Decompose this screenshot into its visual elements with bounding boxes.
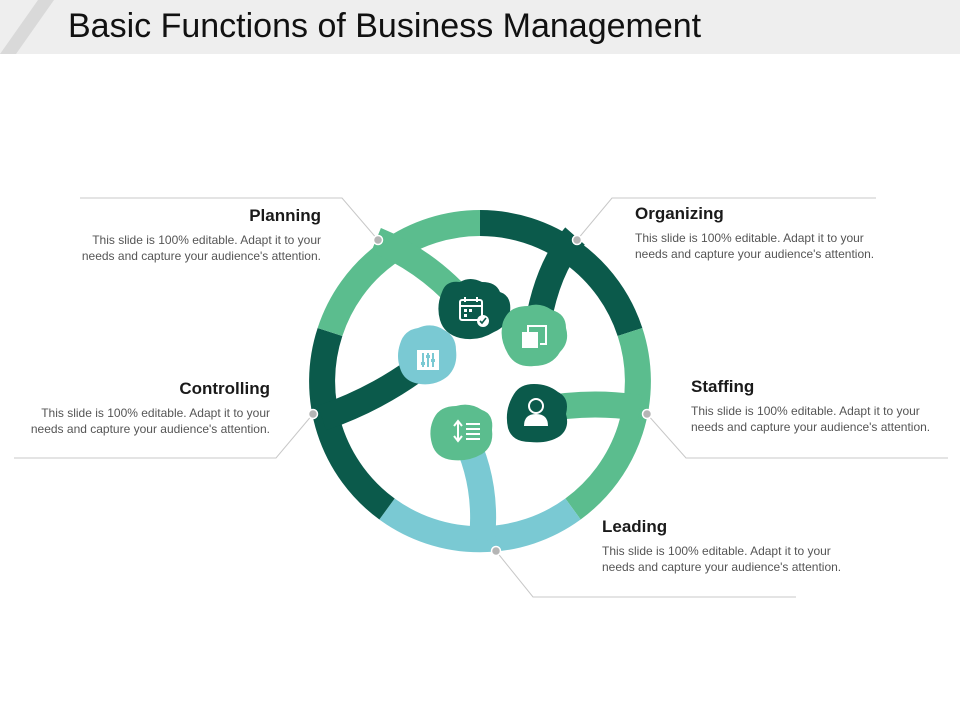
organizing-label: Organizing This slide is 100% editable. … xyxy=(635,204,875,262)
hand-planning xyxy=(438,279,511,340)
hand-leading xyxy=(430,404,493,461)
controlling-description: This slide is 100% editable. Adapt it to… xyxy=(30,406,270,436)
leading-label: Leading This slide is 100% editable. Ada… xyxy=(602,517,842,575)
planning-label: Planning This slide is 100% editable. Ad… xyxy=(71,206,321,264)
staffing-description: This slide is 100% editable. Adapt it to… xyxy=(691,404,931,434)
connector-leading xyxy=(495,550,796,598)
connector-planning xyxy=(80,197,379,241)
calendar-check-icon xyxy=(459,297,489,327)
controlling-title: Controlling xyxy=(179,379,270,398)
ring-segment-controlling xyxy=(309,327,395,520)
staffing-label: Staffing This slide is 100% editable. Ad… xyxy=(691,377,931,435)
dot-staffing xyxy=(641,408,653,420)
dot-controlling xyxy=(307,408,319,420)
connector-staffing xyxy=(646,413,948,459)
leading-title: Leading xyxy=(602,517,668,536)
planning-description: This slide is 100% editable. Adapt it to… xyxy=(81,233,321,263)
connector-controlling xyxy=(14,413,314,459)
dot-organizing xyxy=(571,234,583,246)
user-icon xyxy=(524,398,548,426)
title-bar xyxy=(0,0,960,54)
dot-planning xyxy=(372,234,384,246)
connector-organizing xyxy=(576,197,876,241)
page-title: Basic Functions of Business Management xyxy=(68,7,702,45)
organizing-description: This slide is 100% editable. Adapt it to… xyxy=(635,231,875,261)
controlling-label: Controlling This slide is 100% editable.… xyxy=(20,379,270,437)
copy-squares-icon xyxy=(522,325,547,348)
ring-segment-staffing xyxy=(565,327,651,520)
connector-dots xyxy=(307,234,653,557)
planning-title: Planning xyxy=(249,206,321,225)
connector-lines xyxy=(14,197,948,598)
staffing-title: Staffing xyxy=(691,377,755,396)
hands xyxy=(398,279,568,461)
leading-description: This slide is 100% editable. Adapt it to… xyxy=(602,544,842,574)
sort-list-icon xyxy=(453,419,480,443)
dot-leading xyxy=(490,545,502,557)
organizing-title: Organizing xyxy=(635,204,724,223)
sliders-icon xyxy=(417,350,439,370)
